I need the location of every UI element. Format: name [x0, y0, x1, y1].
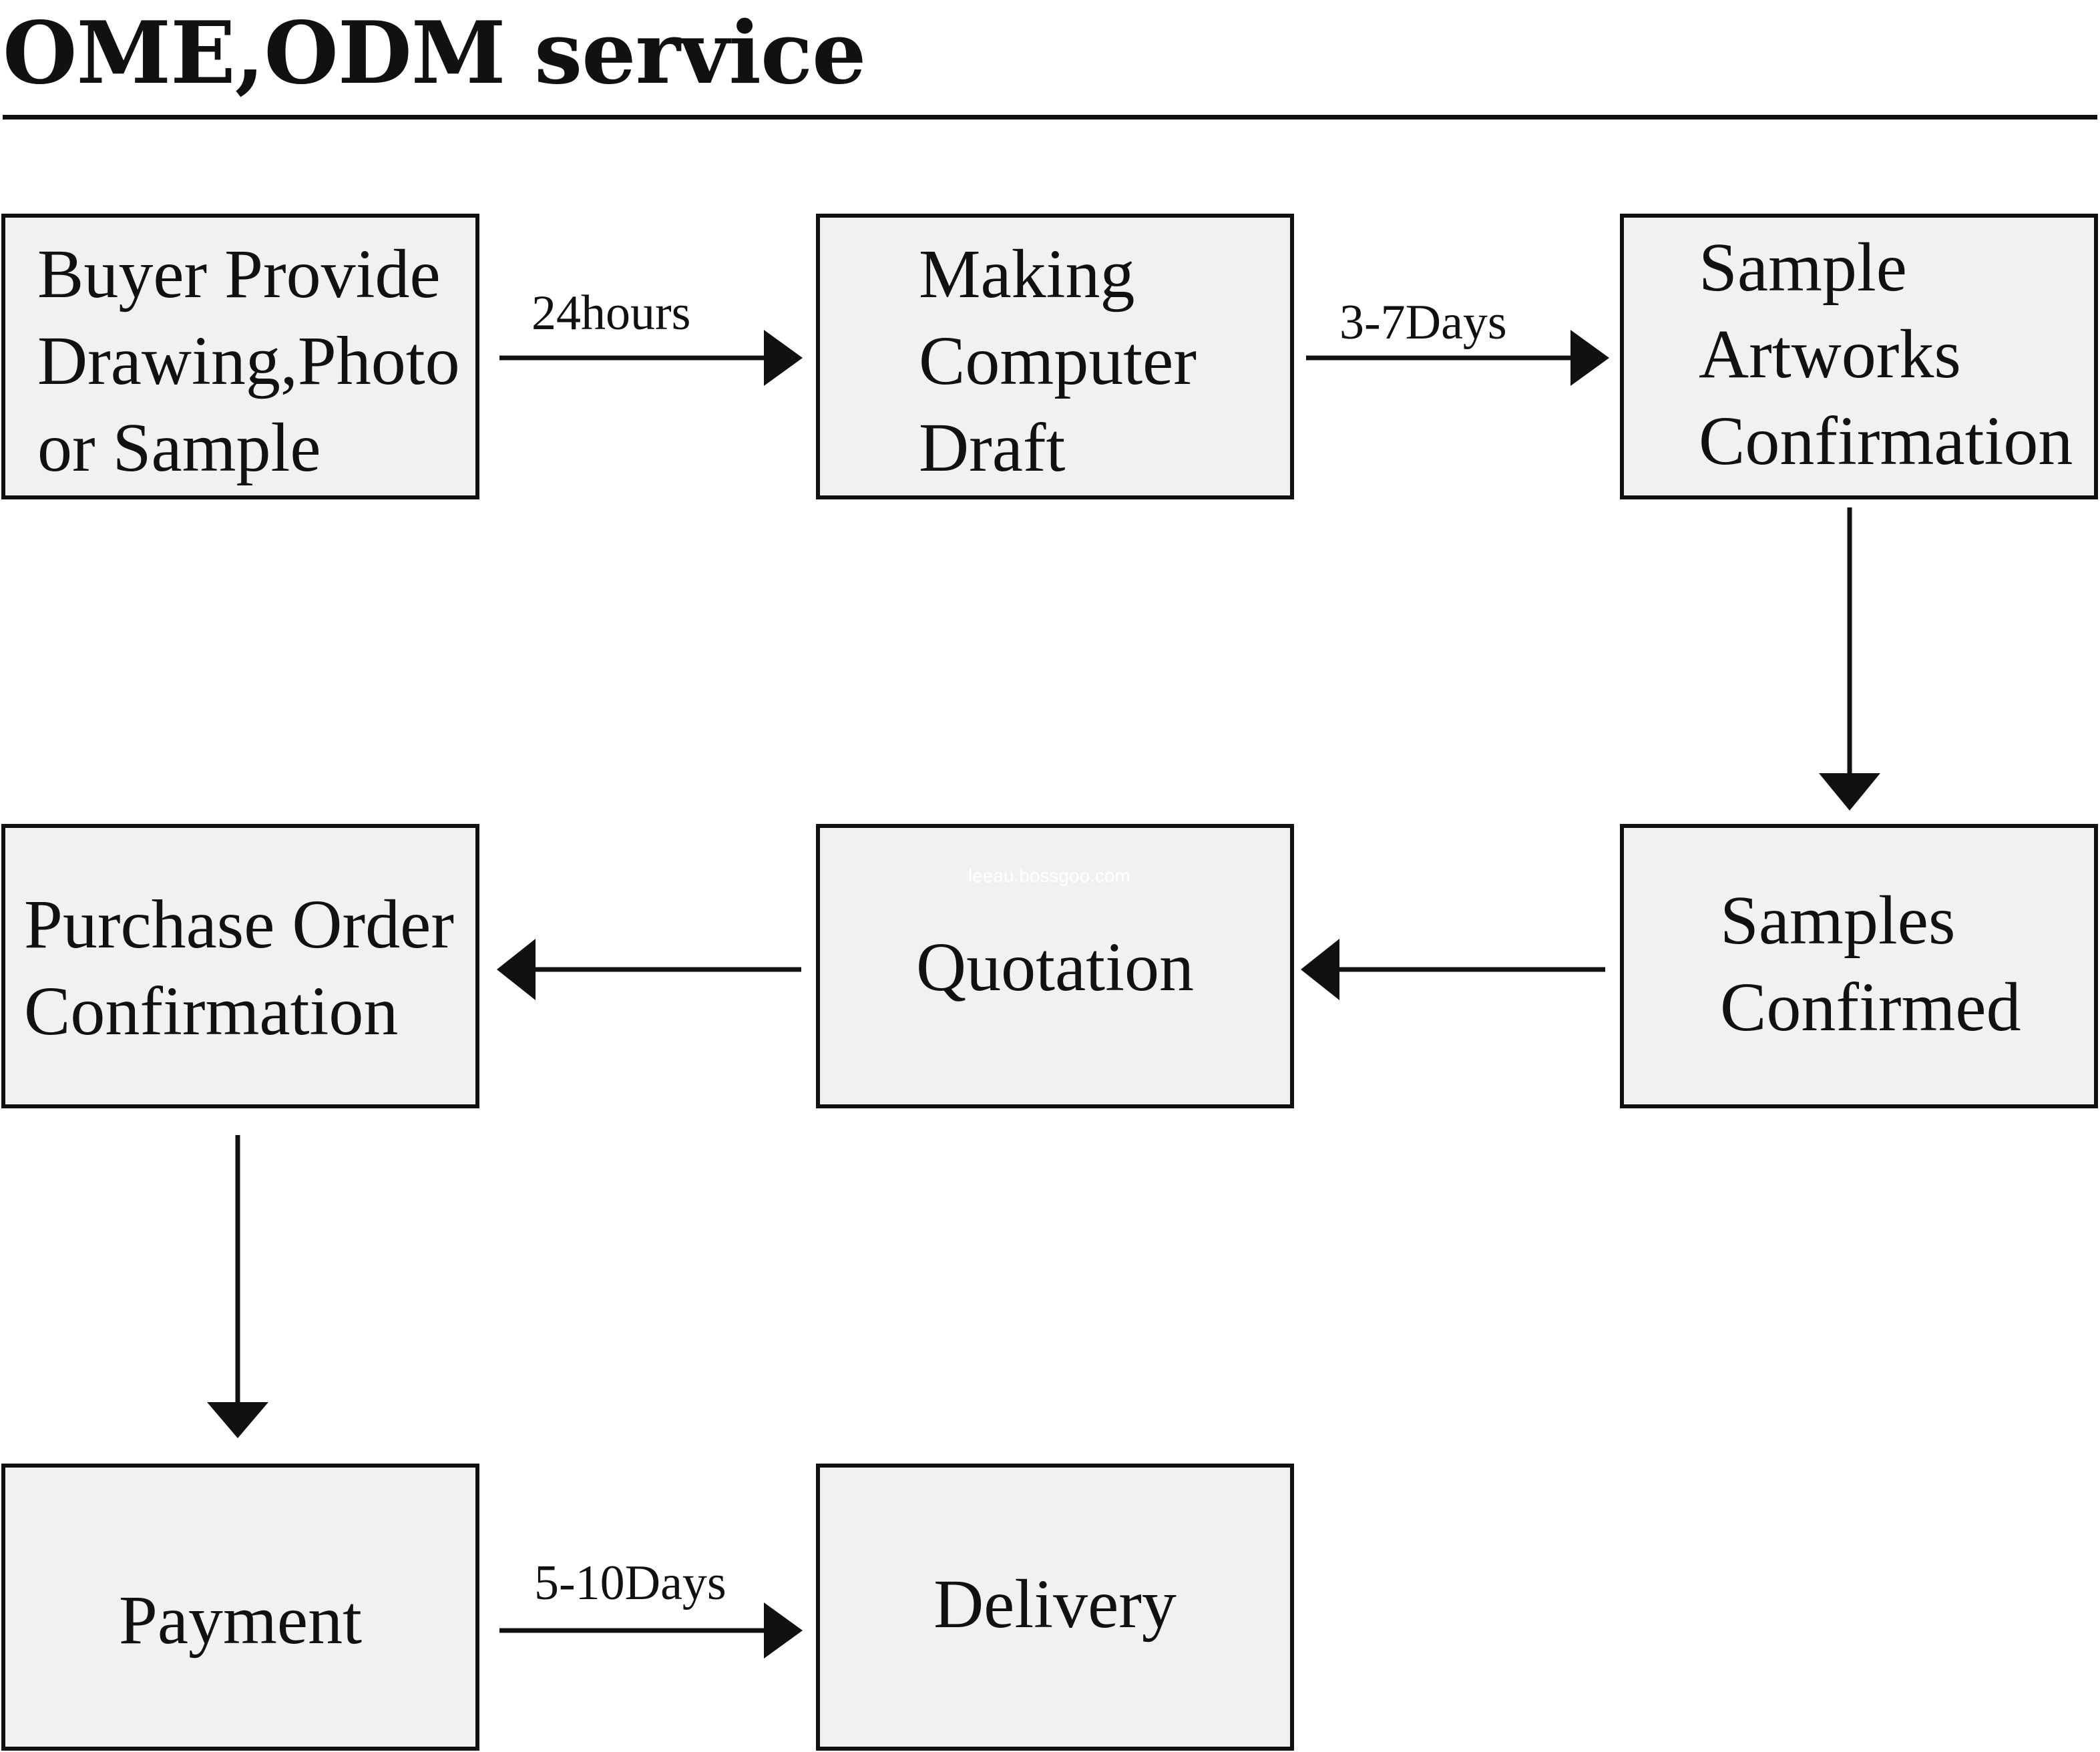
page-title: OME,ODM service [3, 3, 866, 103]
node-line: Draft [919, 409, 1066, 486]
node-delivery-label: Delivery [820, 1561, 1290, 1648]
edge-label-3-7days: 3-7Days [1339, 295, 1507, 350]
node-computer-draft-label: Making Computer Draft [919, 231, 1197, 491]
arrow-purchase-to-payment [207, 1135, 268, 1438]
node-line: Quotation [916, 929, 1194, 1006]
node-line: Buyer Provide [37, 236, 441, 312]
node-computer-draft: Making Computer Draft [816, 214, 1294, 499]
node-artworks-confirmation: Sample Artworks Confirmation [1620, 214, 2098, 499]
node-line: Confirmation [24, 973, 399, 1050]
node-quotation: leeau.bossgoo.com Quotation [816, 824, 1294, 1108]
node-line: Confirmed [1720, 969, 2021, 1046]
node-line: Samples [1720, 882, 1956, 959]
arrow-draft-to-artworks [1306, 330, 1609, 386]
node-line: or Sample [37, 409, 321, 486]
node-line: Payment [119, 1582, 362, 1659]
node-purchase-order-label: Purchase Order Confirmation [24, 881, 454, 1055]
node-artworks-confirmation-label: Sample Artworks Confirmation [1699, 224, 2073, 485]
node-line: Artworks [1699, 316, 1961, 393]
node-line: Sample [1699, 229, 1907, 306]
node-payment-label: Payment [5, 1577, 475, 1664]
arrow-samples-to-quotation [1301, 939, 1605, 1000]
node-payment: Payment [1, 1464, 479, 1751]
node-line: Confirmation [1699, 403, 2073, 479]
node-line: Delivery [933, 1566, 1177, 1642]
edge-label-24hours: 24hours [532, 286, 691, 341]
arrow-artworks-to-samples [1819, 507, 1880, 811]
node-purchase-order: Purchase Order Confirmation [1, 824, 479, 1108]
node-samples-confirmed: Samples Confirmed [1620, 824, 2098, 1108]
node-line: Purchase Order [24, 886, 454, 963]
node-line: Drawing,Photo [37, 322, 460, 399]
node-samples-confirmed-label: Samples Confirmed [1720, 877, 2021, 1051]
node-delivery: Delivery [816, 1464, 1294, 1751]
watermark: leeau.bossgoo.com [968, 865, 1130, 886]
arrow-payment-to-delivery [499, 1602, 803, 1659]
edge-label-5-10days: 5-10Days [534, 1556, 726, 1610]
node-buyer-provide-label: Buyer Provide Drawing,Photo or Sample [37, 231, 460, 491]
title-underline [3, 115, 2097, 120]
node-line: Computer [919, 322, 1197, 399]
node-line: Making [919, 236, 1135, 312]
arrow-quotation-to-purchase [497, 939, 801, 1000]
arrow-buyer-to-draft [499, 330, 803, 386]
node-quotation-label: Quotation [820, 924, 1290, 1011]
node-buyer-provide: Buyer Provide Drawing,Photo or Sample [1, 214, 479, 499]
